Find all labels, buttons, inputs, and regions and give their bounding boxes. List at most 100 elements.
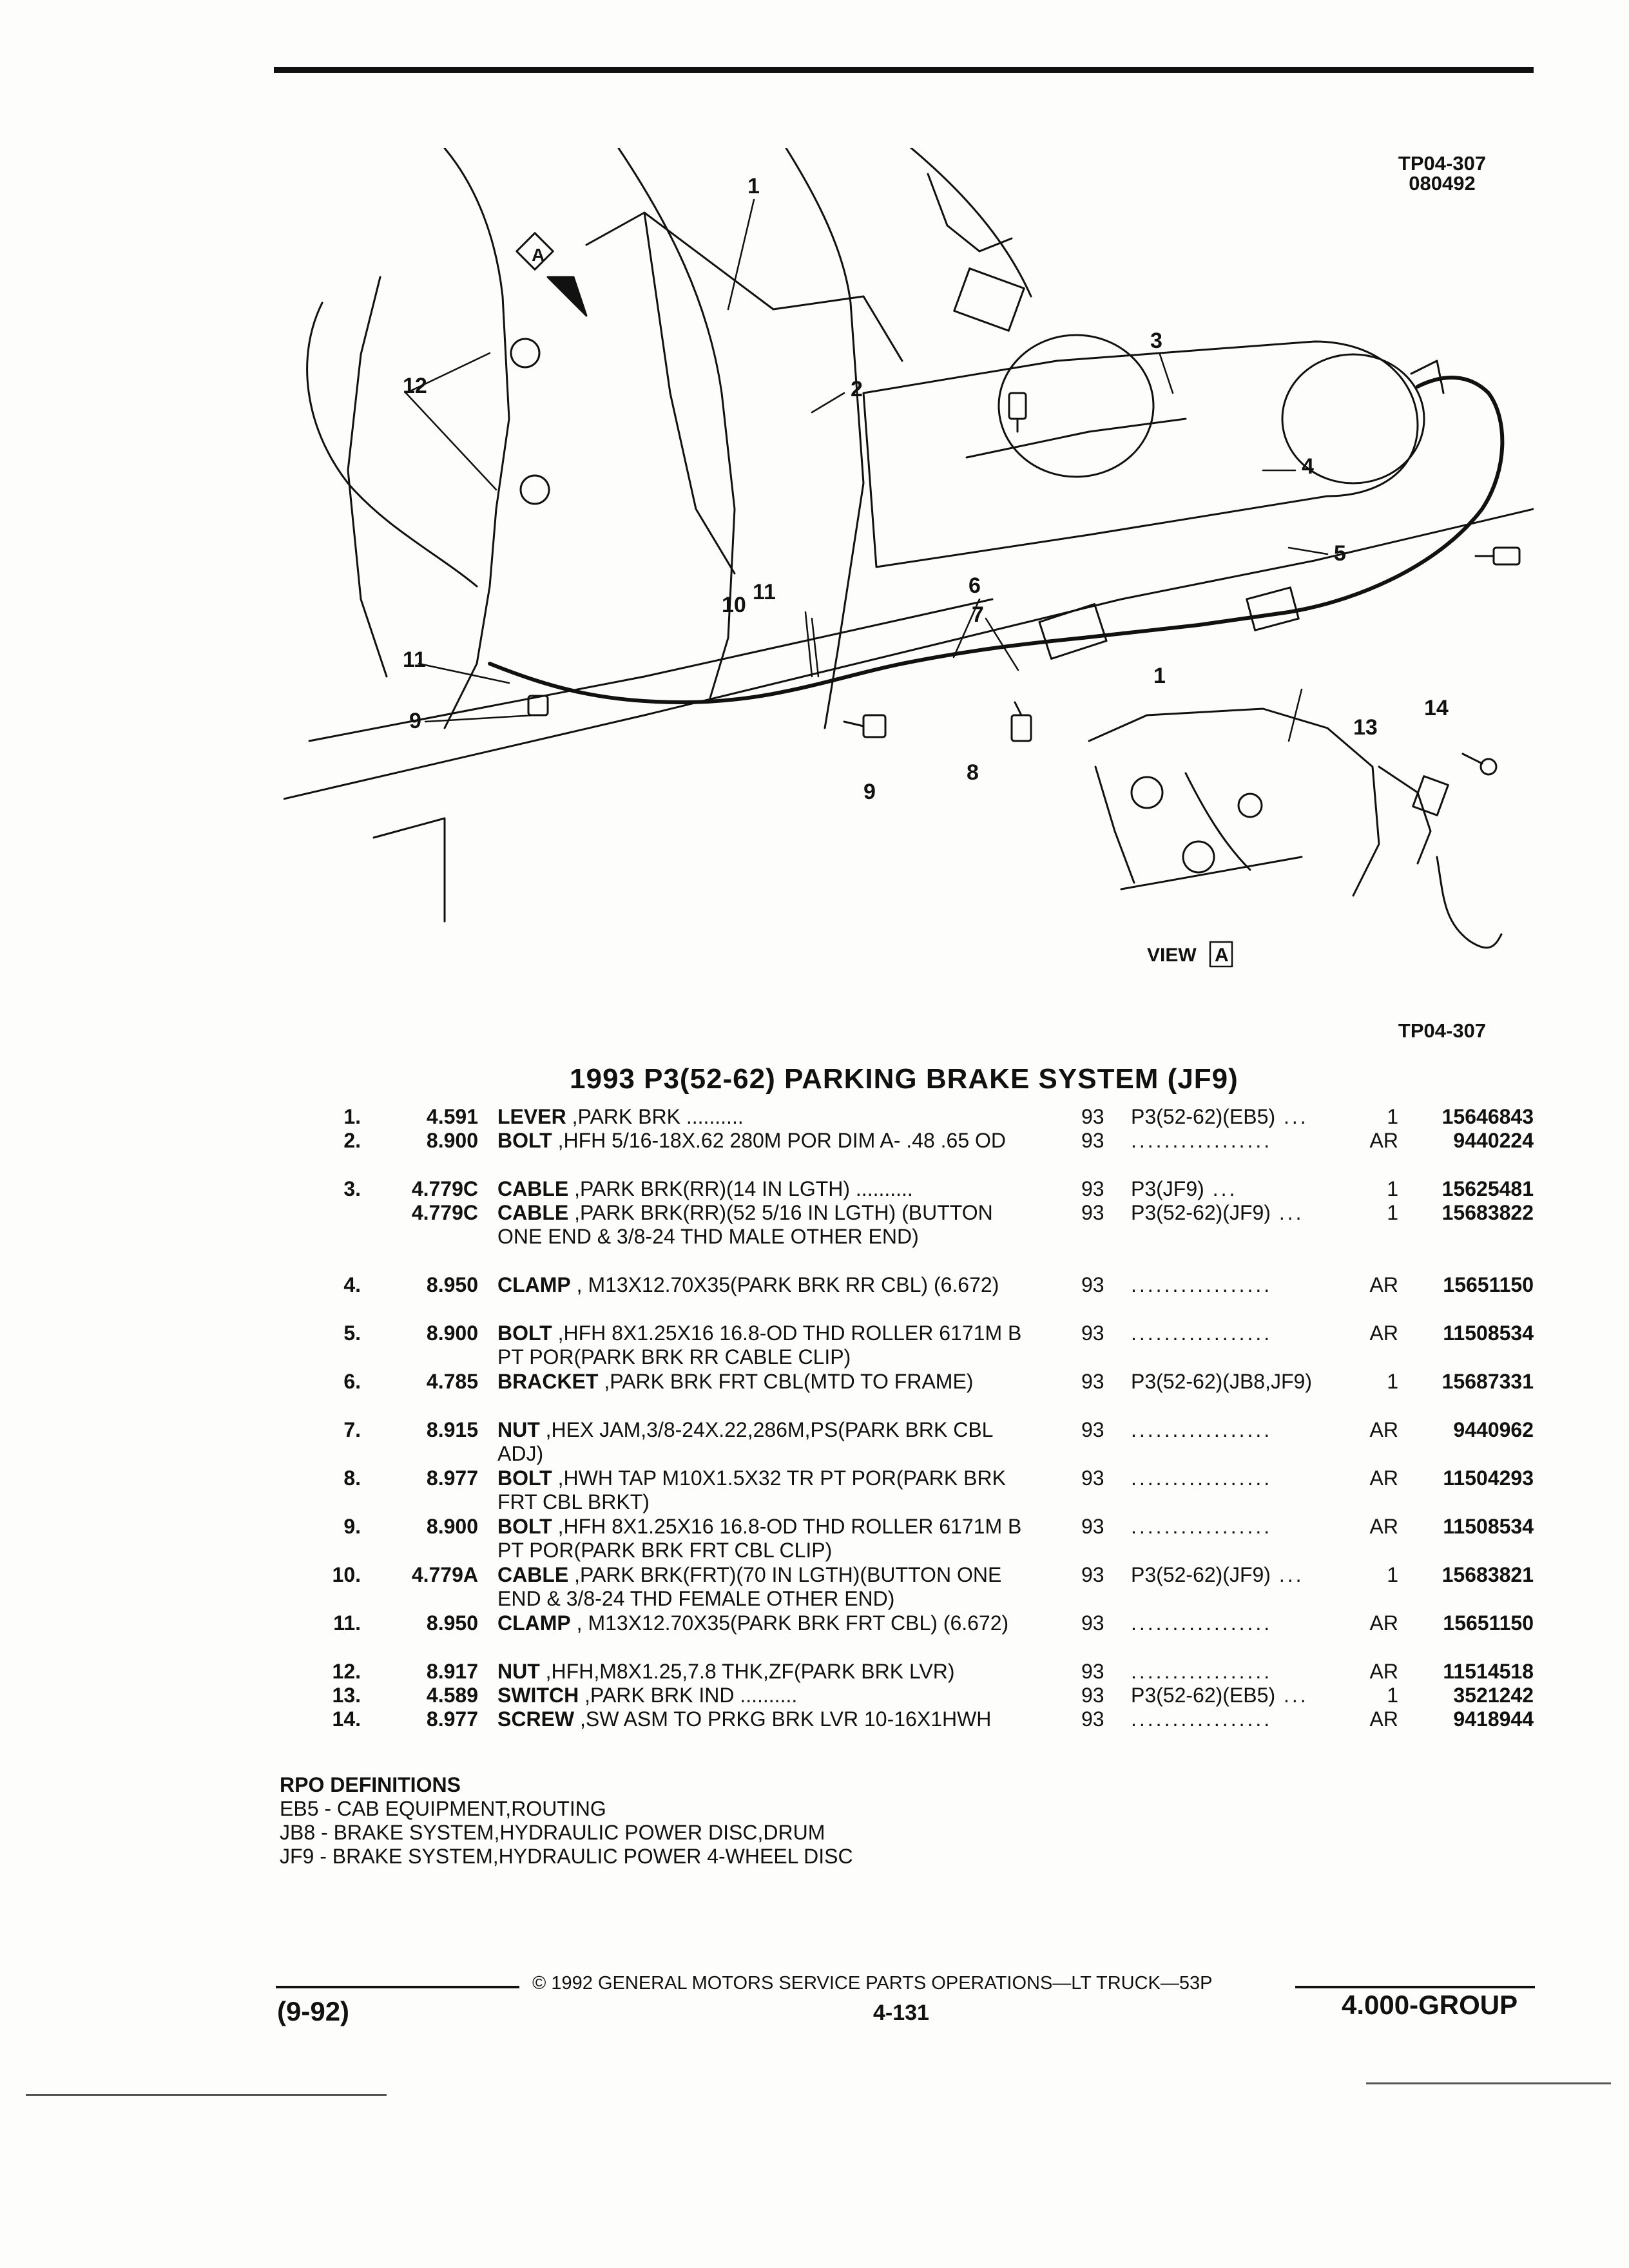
callout-2: 2 [851, 377, 863, 401]
front-cable [488, 610, 1291, 704]
group-number: 8.977 [426, 1707, 478, 1731]
rpo-line: EB5 - CAB EQUIPMENT,ROUTING [280, 1797, 606, 1820]
quantity: AR [1369, 1611, 1398, 1635]
item-number: 11. [333, 1611, 361, 1635]
part-description: BOLT ,HFH 8X1.25X16 16.8-OD THD ROLLER 6… [497, 1321, 1039, 1369]
application: ................. [1131, 1129, 1344, 1153]
frame-rail-lower [284, 508, 1534, 800]
callout-leaders [405, 198, 1329, 742]
quantity: AR [1369, 1273, 1398, 1296]
quantity: 1 [1387, 1201, 1398, 1224]
part-detail: ,PARK BRK [566, 1105, 680, 1128]
front-cable-loop [306, 302, 478, 588]
footer-rule-left [276, 1986, 519, 1988]
rpo-line: JF9 - BRAKE SYSTEM,HYDRAULIC POWER 4-WHE… [280, 1845, 853, 1868]
frame-rail-upper [308, 598, 994, 742]
rear-cable [1287, 376, 1505, 614]
leader-dots: ................. [1131, 1611, 1273, 1635]
item-number: 7. [343, 1418, 361, 1441]
part-description: SCREW ,SW ASM TO PRKG BRK LVR 10-16X1HWH [497, 1707, 1039, 1731]
part-name: BOLT [497, 1129, 552, 1152]
part-name: SWITCH [497, 1684, 579, 1707]
group-number: 4.779C [411, 1201, 478, 1224]
model-year: 93 [1081, 1129, 1104, 1152]
part-detail: ,PARK BRK IND [579, 1684, 735, 1707]
part-name: CABLE [497, 1177, 569, 1200]
part-name: CLAMP [497, 1611, 571, 1635]
callout-1: 1 [747, 174, 760, 198]
rear-clamp [1410, 360, 1445, 394]
group-number: 8.950 [426, 1611, 478, 1635]
model-year: 93 [1081, 1707, 1104, 1731]
application-code: P3(52-62)(EB5) [1131, 1105, 1276, 1128]
cab-panel-edge [785, 148, 865, 729]
part-detail: ,HFH 8X1.25X16 16.8-OD THD ROLLER 6171M … [497, 1321, 1022, 1369]
lever-pivot [953, 267, 1025, 332]
frame-bracket [1246, 586, 1300, 631]
application-code: P3(52-62)(EB5) [1131, 1684, 1276, 1707]
group-number: 8.915 [426, 1418, 478, 1441]
part-description: SWITCH ,PARK BRK IND .......... [497, 1684, 1039, 1707]
group-number: 8.900 [426, 1129, 478, 1152]
figure-code-bottom: TP04-307 [1398, 1019, 1487, 1042]
model-year: 93 [1081, 1370, 1104, 1393]
leader-dots: ... [1270, 1201, 1304, 1224]
application: P3(52-62)(JF9) ... [1131, 1563, 1344, 1587]
part-description: BRACKET ,PARK BRK FRT CBL(MTD TO FRAME) [497, 1370, 1039, 1394]
quantity: AR [1369, 1660, 1398, 1683]
leader-dots: .......... [850, 1177, 913, 1200]
group-number: 8.900 [426, 1515, 478, 1538]
part-name: SCREW [497, 1707, 575, 1731]
group-number: 4.779C [411, 1177, 478, 1200]
part-detail: ,PARK BRK FRT CBL(MTD TO FRAME) [598, 1370, 974, 1393]
part-number: 15651150 [1443, 1611, 1534, 1635]
stud-upper [510, 338, 541, 369]
callout-9: 9 [863, 780, 876, 804]
application: P3(52-62)(EB5) ... [1131, 1105, 1344, 1129]
lever-mount-outline [585, 211, 903, 362]
part-description: CABLE ,PARK BRK(RR)(14 IN LGTH) ........… [497, 1177, 1039, 1201]
copyright: © 1992 GENERAL MOTORS SERVICE PARTS OPER… [532, 1973, 1213, 1994]
kick-panel [347, 276, 388, 678]
upper-panel-curve [909, 148, 1032, 298]
view-letter-box [1209, 941, 1233, 968]
quantity: 1 [1387, 1177, 1398, 1200]
transmission-case [862, 340, 1419, 568]
model-year: 93 [1081, 1515, 1104, 1538]
application: ................. [1131, 1273, 1344, 1297]
part-detail: ,HWH TAP M10X1.5X32 TR PT POR(PARK BRK F… [497, 1466, 1006, 1514]
leader-dots: ................. [1131, 1418, 1273, 1441]
rpo-line: JB8 - BRAKE SYSTEM,HYDRAULIC POWER DISC,… [280, 1821, 825, 1844]
application-code: P3(52-62)(JF9) [1131, 1201, 1271, 1224]
cable-bracket [1038, 603, 1108, 660]
figure-date: 080492 [1409, 172, 1476, 195]
group-number: 4.785 [426, 1370, 478, 1393]
part-description: BOLT ,HFH 8X1.25X16 16.8-OD THD ROLLER 6… [497, 1515, 1039, 1562]
part-description: CLAMP , M13X12.70X35(PARK BRK RR CBL) (6… [497, 1273, 1039, 1297]
revision-date: (9-92) [277, 1996, 350, 2026]
callout-11: 11 [753, 580, 776, 604]
part-detail: ,HFH,M8X1.25,7.8 THK,ZF(PARK BRK LVR) [539, 1660, 955, 1683]
view-a-inset [1088, 707, 1503, 949]
part-number: 11508534 [1443, 1321, 1534, 1345]
scan-edge-line [1366, 2082, 1611, 2084]
part-description: CABLE ,PARK BRK(RR)(52 5/16 IN LGTH) (BU… [497, 1201, 1039, 1249]
model-year: 93 [1081, 1418, 1104, 1441]
leader-dots: ... [1204, 1177, 1238, 1200]
part-description: NUT ,HFH,M8X1.25,7.8 THK,ZF(PARK BRK LVR… [497, 1660, 1039, 1684]
application: P3(52-62)(JF9) ... [1131, 1201, 1344, 1225]
leader-dots: ................. [1131, 1466, 1273, 1490]
part-description: CABLE ,PARK BRK(FRT)(70 IN LGTH)(BUTTON … [497, 1563, 1039, 1611]
model-year: 93 [1081, 1684, 1104, 1707]
callout-4: 4 [1302, 454, 1314, 479]
group-number: 8.917 [426, 1660, 478, 1683]
quantity: AR [1369, 1418, 1398, 1441]
model-year: 93 [1081, 1321, 1104, 1345]
quantity: 1 [1387, 1684, 1398, 1707]
group-number: 4.779A [411, 1563, 478, 1586]
view-letter: A [1215, 945, 1229, 966]
view-label: VIEW [1147, 945, 1197, 966]
view-a-arrow [516, 232, 588, 317]
trans-line [965, 418, 1187, 459]
torque-converter [998, 334, 1155, 478]
